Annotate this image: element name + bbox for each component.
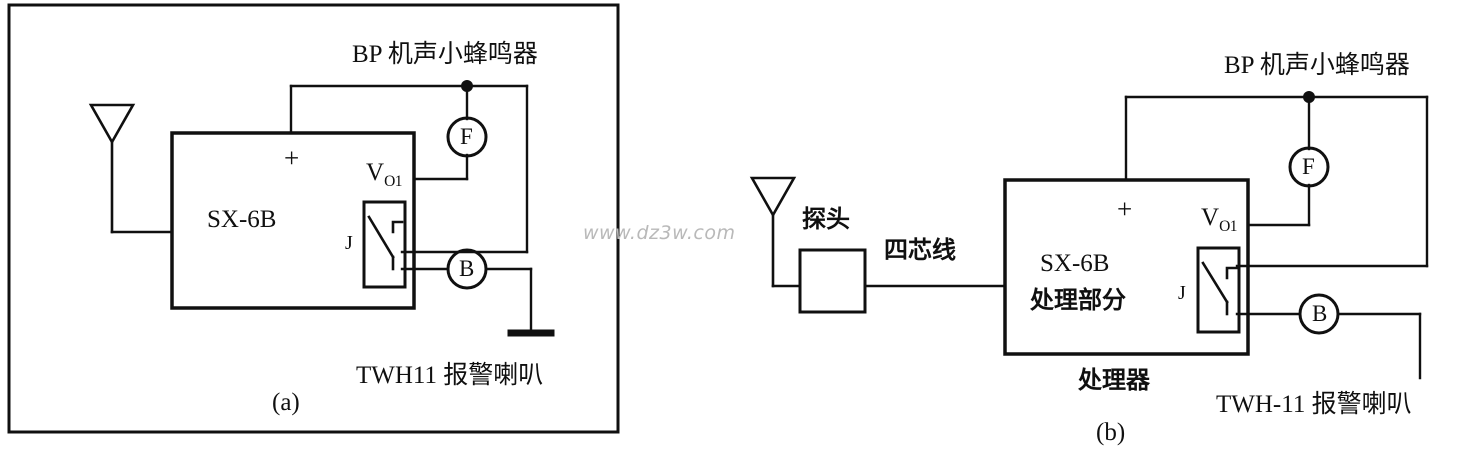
probe-label-b: 探头	[802, 205, 850, 233]
junction-dot-a	[461, 80, 473, 92]
output-terminal-a-sub: O1	[384, 173, 403, 190]
sx6b-box-a	[170, 131, 416, 310]
node-b-circle-b	[1298, 293, 1340, 335]
horn-wiring-a	[400, 267, 533, 333]
output-terminal-a: VO1	[366, 159, 403, 190]
plus-terminal-b: +	[1117, 194, 1133, 224]
node-f-letter-a: F	[460, 124, 473, 149]
node-b-letter-a: B	[459, 256, 475, 281]
relay-label-a: J	[345, 232, 353, 254]
output-terminal-b-main: V	[1201, 204, 1220, 231]
node-f-letter-b: F	[1302, 154, 1315, 179]
processor-label-b: 处理器	[1078, 366, 1150, 394]
output-terminal-b: VO1	[1201, 204, 1238, 235]
watermark-text: www.dz3w.com	[583, 222, 736, 244]
relay-label-b: J	[1178, 282, 1186, 304]
buzzer-label-b: BP 机声小蜂鸣器	[1224, 52, 1410, 79]
buzzer-label-a: BP 机声小蜂鸣器	[352, 41, 538, 68]
node-b-letter-b: B	[1312, 301, 1328, 326]
horn-wiring-b	[1235, 312, 1422, 380]
unit-name-b-line1: SX-6B	[1040, 250, 1110, 277]
antenna-symbol-a	[88, 103, 174, 234]
probe-box-b	[798, 248, 867, 314]
unit-name-b-line2: 处理部分	[1030, 286, 1126, 314]
horn-label-b: TWH-11 报警喇叭	[1216, 391, 1412, 418]
unit-name-a: SX-6B	[207, 206, 277, 233]
cable-label-b: 四芯线	[884, 236, 956, 264]
buzzer-wiring-b	[1124, 95, 1429, 268]
node-f-circle-a	[446, 116, 488, 158]
relay-j-box-b	[1196, 246, 1241, 334]
node-b-circle-a	[446, 248, 488, 290]
node-f-circle-b	[1288, 146, 1330, 188]
relay-contact-b	[1201, 261, 1239, 316]
antenna-symbol-b	[749, 176, 802, 288]
plus-terminal-a: +	[284, 143, 300, 173]
output-terminal-a-main: V	[366, 159, 385, 186]
relay-contact-a	[367, 215, 404, 271]
horn-label-a: TWH11 报警喇叭	[356, 362, 544, 389]
output-terminal-b-sub: O1	[1219, 218, 1238, 235]
caption-a: (a)	[272, 389, 300, 416]
relay-j-box-a	[362, 200, 407, 289]
panel-a-frame	[7, 3, 620, 434]
junction-dot-b	[1303, 91, 1315, 103]
buzzer-wiring-a	[289, 84, 529, 254]
caption-b: (b)	[1096, 419, 1126, 446]
